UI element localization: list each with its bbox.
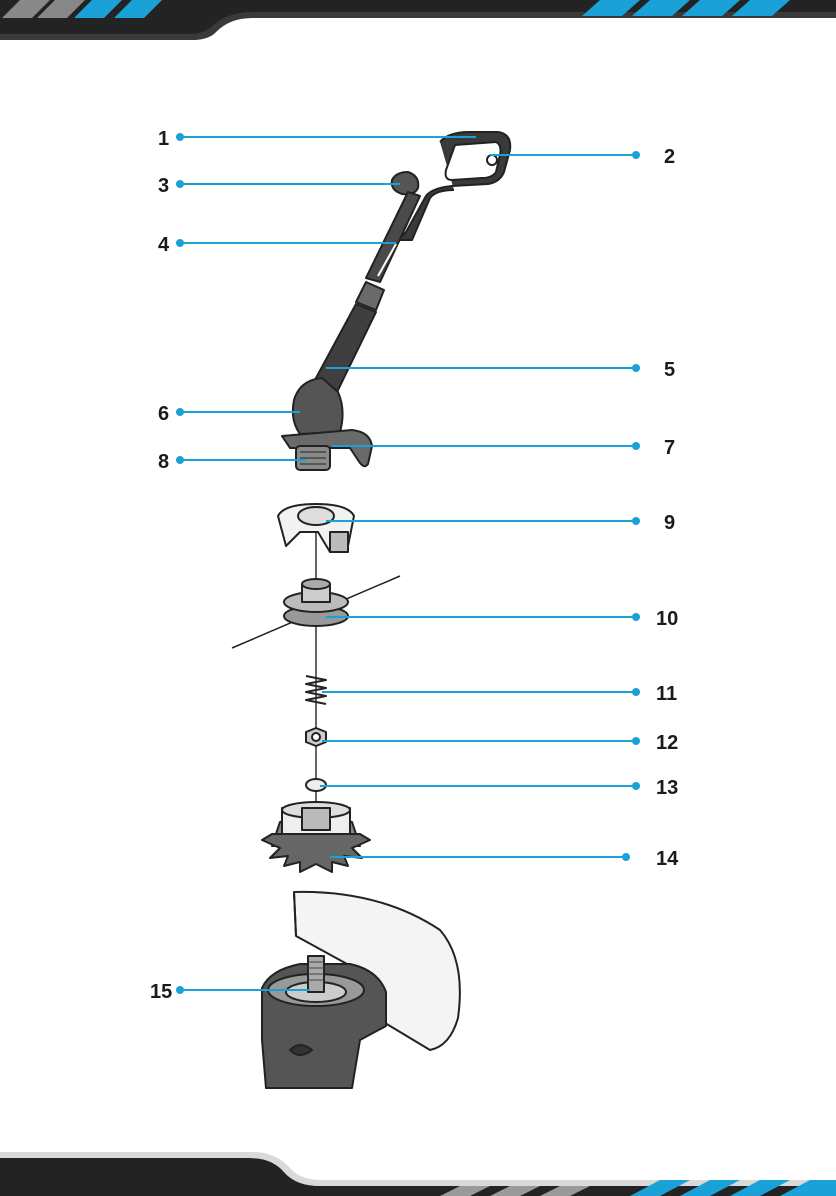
callout-leaders	[180, 137, 636, 990]
top-header-band	[0, 0, 836, 40]
part-numbers: 1 2 3 4 5 6 7 8 9 10 11 12 13 14 15	[150, 128, 679, 1003]
part-number-4: 4	[158, 234, 170, 256]
part-number-15: 15	[150, 981, 172, 1003]
part-number-1: 1	[158, 128, 169, 150]
bottom-footer-band	[0, 1152, 836, 1196]
part-number-9: 9	[664, 512, 675, 534]
trimmer-illustration	[282, 132, 510, 470]
part-number-3: 3	[158, 175, 169, 197]
part-number-12: 12	[656, 732, 678, 754]
callout-dots	[176, 133, 640, 994]
exploded-view	[232, 504, 400, 872]
spool-housing	[262, 802, 370, 872]
part-number-14: 14	[656, 848, 679, 870]
part-number-10: 10	[656, 608, 678, 630]
part-number-11: 11	[656, 683, 677, 705]
part-number-7: 7	[664, 437, 675, 459]
part-number-6: 6	[158, 403, 169, 425]
part-number-8: 8	[158, 451, 169, 473]
part-number-2: 2	[664, 146, 675, 168]
part-number-5: 5	[664, 359, 675, 381]
part-number-13: 13	[656, 777, 678, 799]
